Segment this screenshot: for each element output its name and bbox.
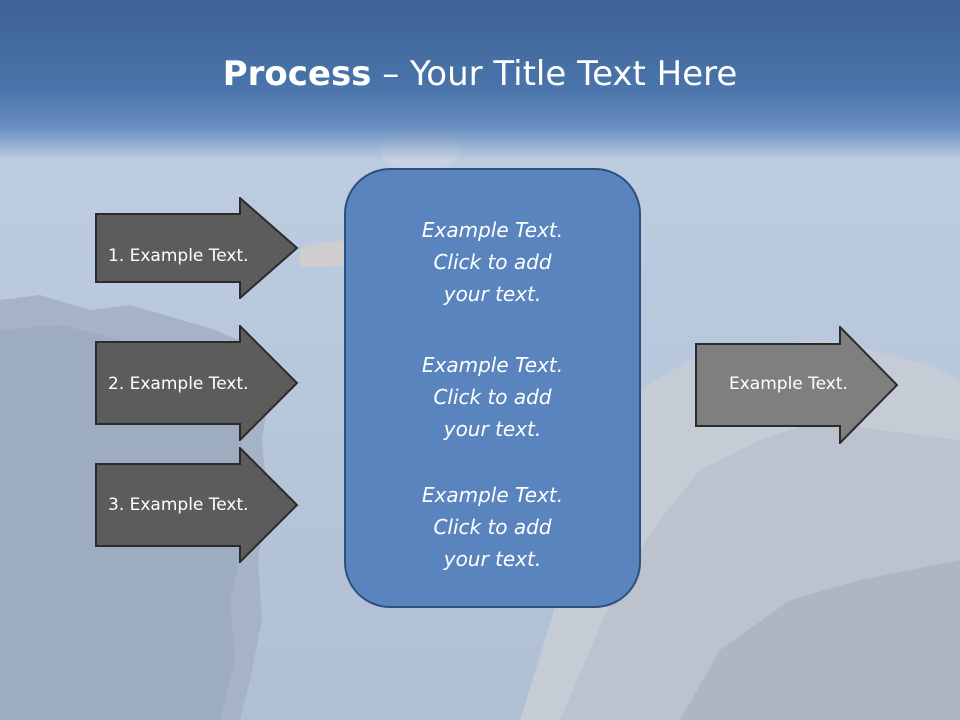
center-block-1: Example Text. Click to add your text. (346, 214, 639, 310)
center-block-3: Example Text. Click to add your text. (346, 479, 639, 575)
slide-title: Process – Your Title Text Here (0, 52, 960, 96)
left-arrow-1 (95, 197, 299, 299)
right-arrow-label: Example Text. (729, 374, 848, 394)
title-bold-part: Process (222, 54, 372, 94)
center-block-3-line-2: Click to add (433, 515, 552, 539)
title-band (0, 0, 960, 160)
center-block-3-line-3: your text. (443, 547, 542, 571)
left-arrow-2-label: 2. Example Text. (108, 374, 249, 394)
center-block-2-line-3: your text. (443, 417, 542, 441)
title-rest-part: – Your Title Text Here (371, 54, 738, 94)
center-block-1-line-3: your text. (443, 282, 542, 306)
center-block-3-line-1: Example Text. (421, 483, 564, 507)
center-block-1-line-2: Click to add (433, 250, 552, 274)
left-arrow-3-label: 3. Example Text. (108, 495, 249, 515)
left-arrow-1-label: 1. Example Text. (108, 246, 249, 266)
center-block-2-line-1: Example Text. (421, 353, 564, 377)
center-block-2: Example Text. Click to add your text. (346, 349, 639, 445)
right-arrow (695, 326, 899, 444)
left-arrow-3 (95, 447, 299, 563)
left-arrow-2 (95, 325, 299, 441)
center-text-box[interactable]: Example Text. Click to add your text. Ex… (344, 168, 641, 608)
center-block-1-line-1: Example Text. (421, 218, 564, 242)
center-block-2-line-2: Click to add (433, 385, 552, 409)
